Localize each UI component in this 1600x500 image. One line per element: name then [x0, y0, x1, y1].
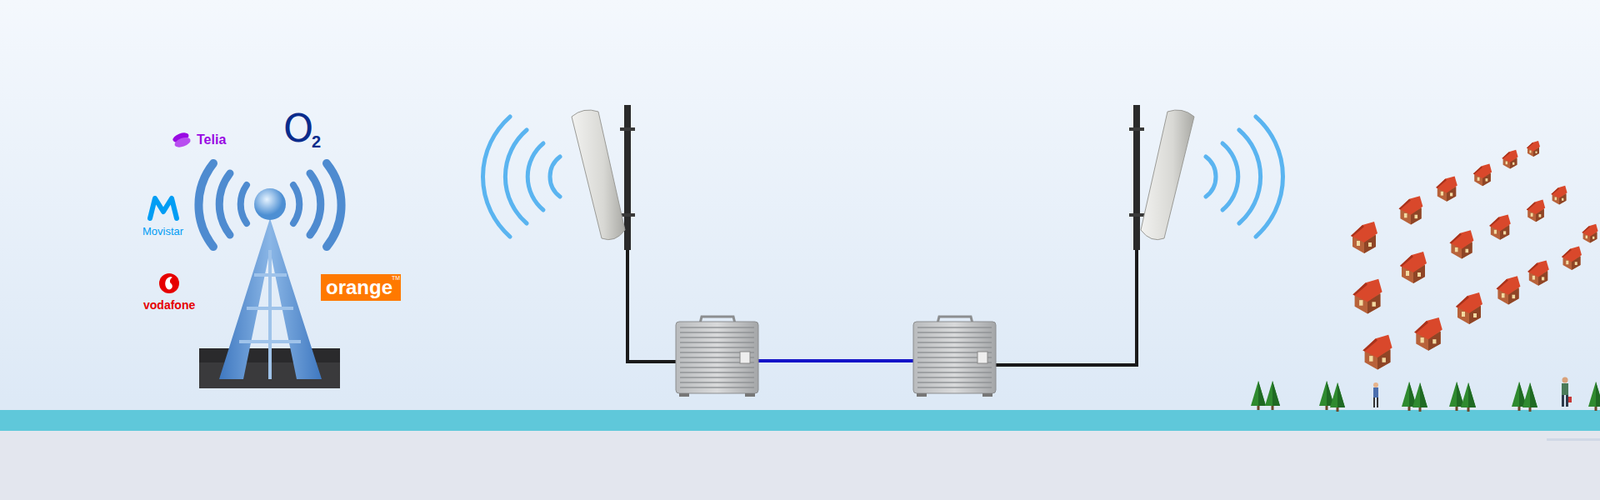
house-icon	[1550, 185, 1567, 205]
house-icon	[1350, 221, 1378, 254]
house-icon	[1526, 140, 1540, 157]
trademark-mark: TM	[391, 275, 400, 281]
house-icon	[1455, 292, 1483, 325]
house-icon	[1489, 214, 1511, 240]
house-icon	[1399, 195, 1424, 225]
house-icon	[1400, 251, 1427, 284]
house-icon	[1581, 224, 1598, 244]
house-icon	[1527, 260, 1550, 285]
operator-logo-box: orange	[320, 274, 401, 301]
operator-name: Telia	[196, 133, 226, 147]
house-icon	[1414, 317, 1443, 351]
house-icon	[1501, 150, 1518, 170]
operator-logo: 2	[311, 133, 321, 150]
house-icon	[1473, 164, 1492, 187]
house-icon	[1352, 279, 1382, 315]
operator-logo: O	[283, 109, 314, 148]
operator-name: orange	[325, 277, 393, 298]
operator-name: vodafone	[143, 299, 195, 311]
house-icon	[1450, 230, 1475, 259]
house-icon	[1435, 175, 1458, 201]
house-icon	[1362, 335, 1392, 370]
operator-name: Movistar	[142, 225, 184, 237]
house-icon	[1496, 275, 1521, 305]
house-icon	[1561, 246, 1582, 271]
house-icon	[1526, 200, 1545, 223]
